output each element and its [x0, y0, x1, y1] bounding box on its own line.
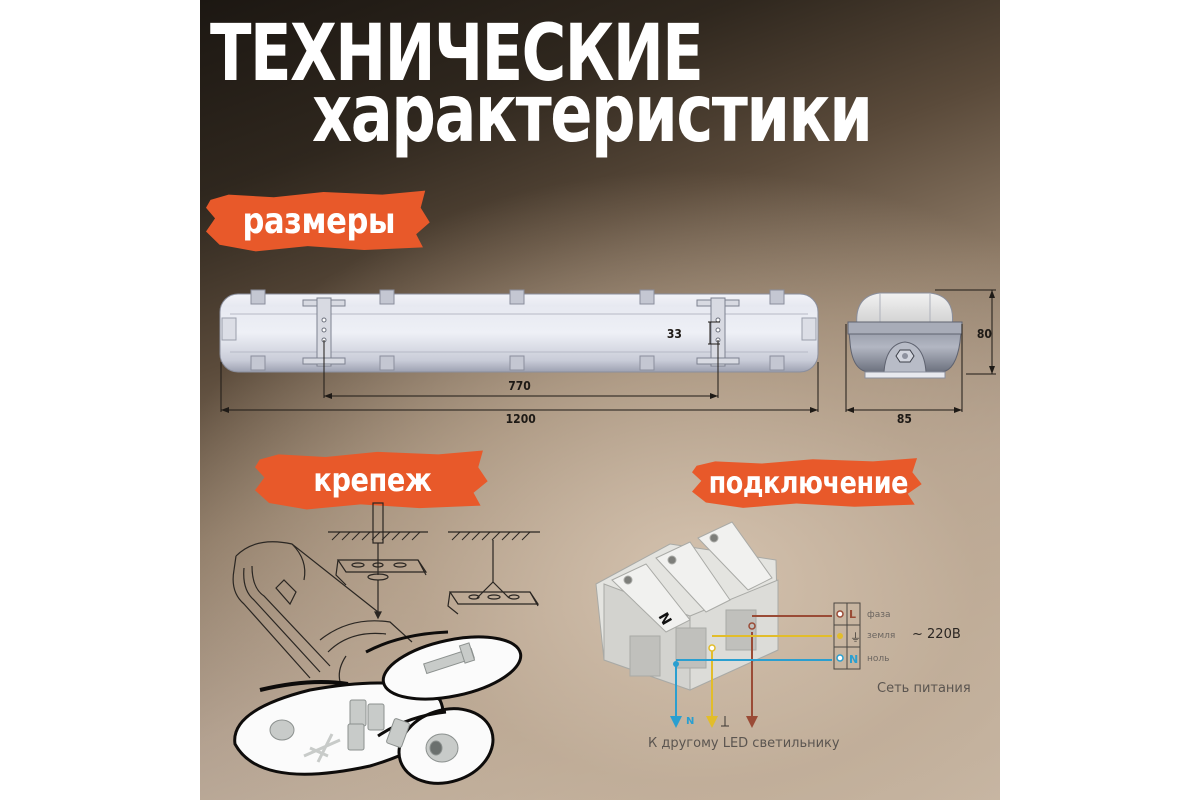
dim-height: 80	[976, 327, 992, 341]
dim-width: 85	[896, 412, 912, 426]
section-label-sizes-text: размеры	[242, 200, 396, 242]
dim-total-length: 1200	[505, 412, 536, 426]
terminal-name-neutral: ноль	[867, 654, 890, 664]
section-label-connection: подключение	[692, 458, 922, 508]
output-label-n: N	[686, 716, 695, 727]
svg-text:N: N	[849, 653, 858, 666]
other-fixture-label: К другому LED светильнику	[648, 736, 840, 751]
voltage-label: ~ 220В	[912, 627, 961, 642]
mounting-sketch	[232, 502, 540, 785]
title-line-2: характеристики	[312, 67, 873, 160]
network-label: Сеть питания	[877, 681, 971, 696]
spec-sheet-panel: ТЕХНИЧЕСКИЕ характеристики размеры	[200, 0, 1000, 800]
title-line-1: ТЕХНИЧЕСКИЕ	[210, 9, 704, 99]
svg-text:L: L	[849, 608, 856, 621]
section-label-connection-text: подключение	[708, 465, 908, 501]
dim-mount-spacing: 770	[508, 379, 531, 393]
section-label-sizes: размеры	[206, 190, 430, 252]
svg-text:⏚: ⏚	[850, 631, 861, 644]
lamp-side-view-drawing	[219, 289, 996, 413]
section-label-mounting-text: крепеж	[313, 461, 432, 499]
wiring-diagram: N L ⏚	[595, 521, 861, 728]
dim-bracket-height: 33	[666, 327, 682, 341]
terminal-name-phase: фаза	[867, 610, 891, 620]
terminal-name-earth: земля	[867, 631, 896, 641]
section-label-mounting: крепеж	[255, 450, 488, 510]
